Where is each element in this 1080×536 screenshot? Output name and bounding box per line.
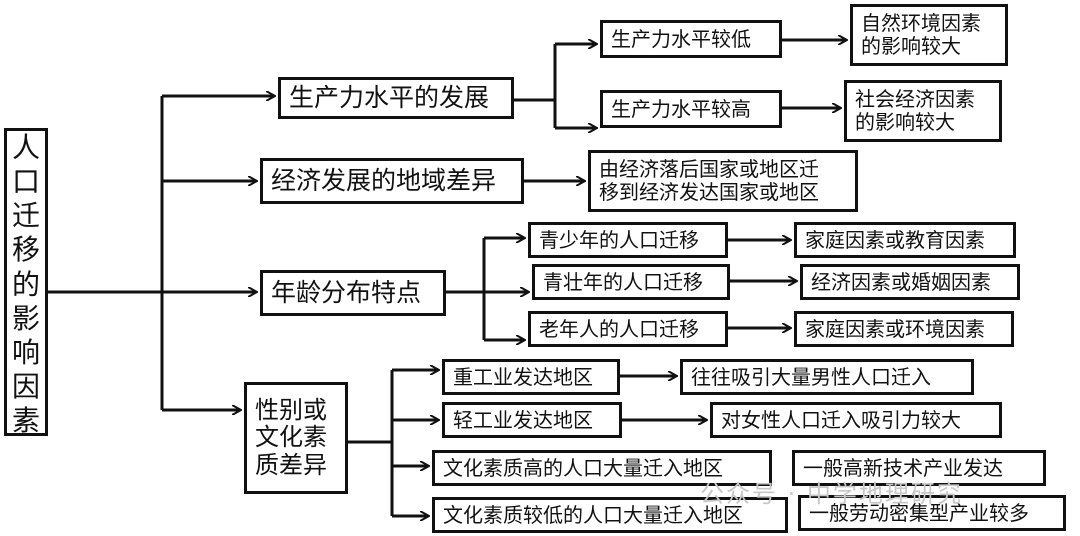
node-natural-environment-factor: 自然环境因素 的影响较大 [850,4,1008,66]
node-age-distribution: 年龄分布特点 [260,270,446,316]
node-adult-factor: 经济因素或婚姻因素 [800,264,1020,300]
node-age-elder: 老年人的人口迁移 [528,311,728,347]
node-regional-result: 由经济落后国家或地区迁 移到经济发达国家或地区 [588,150,858,212]
node-productivity-high: 生产力水平较高 [600,90,782,128]
node-male-migration: 往往吸引大量男性人口迁入 [680,359,974,395]
node-light-industry: 轻工业发达地区 [442,402,622,438]
node-age-adult: 青壮年的人口迁移 [532,264,730,300]
node-gender-culture-difference: 性别或 文化素 质差异 [244,382,348,494]
root-node-label: 人 口 迁 移 的 影 响 因 素 [11,131,40,438]
node-high-education: 文化素质高的人口大量迁入地区 [432,450,772,486]
node-high-tech-industry: 一般高新技术产业发达 [792,450,1046,486]
node-socio-economic-factor: 社会经济因素 的影响较大 [844,80,1002,142]
node-productivity-low: 生产力水平较低 [600,20,782,58]
node-female-migration: 对女性人口迁入吸引力较大 [710,402,1002,438]
node-regional-economic-difference: 经济发展的地域差异 [260,158,524,204]
node-heavy-industry: 重工业发达地区 [442,359,620,395]
root-node: 人 口 迁 移 的 影 响 因 素 [4,128,48,438]
node-elder-factor: 家庭因素或环境因素 [794,311,1014,347]
node-age-youth: 青少年的人口迁移 [528,222,728,258]
node-low-education: 文化素质较低的人口大量迁入地区 [432,497,788,533]
node-labor-intensive-industry: 一般劳动密集型产业较多 [798,495,1066,531]
watermark: 公众号 · 中学地理研究 [700,480,963,508]
node-productivity-development: 生产力水平的发展 [278,77,514,119]
node-youth-factor: 家庭因素或教育因素 [794,222,1016,258]
